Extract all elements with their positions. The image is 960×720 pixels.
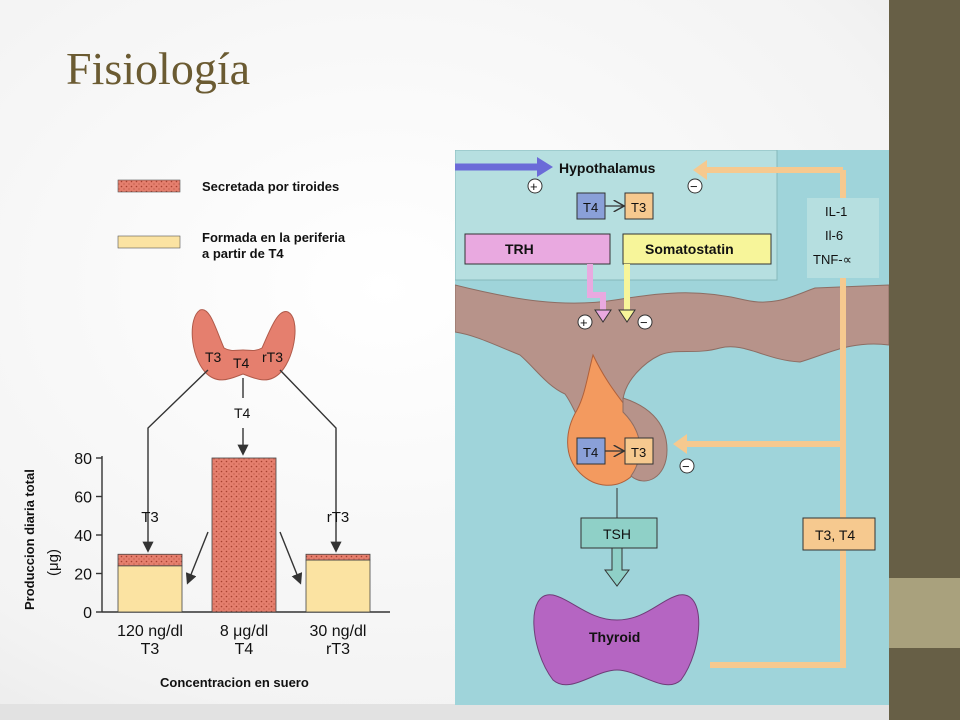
legend-swatch-peripheral bbox=[117, 235, 181, 249]
legend-label-peripheral-line1: Formada en la periferia bbox=[202, 230, 346, 245]
bar-concentration: 8 μg/dl bbox=[220, 623, 268, 640]
thyroid-gland-icon bbox=[191, 309, 296, 381]
feedback-label: T3, T4 bbox=[815, 527, 855, 543]
right-figure: Hypothalamus IL-1 Il-6 TNF-∝ T4 T3 + − T… bbox=[455, 150, 889, 705]
cytokine-feedback-line bbox=[710, 170, 846, 668]
arrowhead-feedback-to-pituitary bbox=[673, 434, 687, 454]
trh-arrow-outline bbox=[594, 309, 612, 323]
sign-plus-hypothalamus: + bbox=[527, 178, 543, 194]
pit-t4-box bbox=[576, 437, 606, 465]
arrow-gland-t3 bbox=[142, 369, 209, 553]
hyp-t3-label: T3 bbox=[631, 200, 646, 215]
sign-minus-hypothalamus: − bbox=[687, 178, 703, 194]
feedback-box bbox=[802, 517, 876, 551]
hypothalamus-tissue bbox=[455, 284, 889, 456]
sign-minus-feedback: − bbox=[679, 458, 695, 474]
y-tick-label: 0 bbox=[83, 605, 92, 622]
hypothalamus-label: Hypothalamus bbox=[559, 160, 656, 176]
somatostatin-box bbox=[622, 233, 772, 265]
cytokine-label-box bbox=[807, 198, 879, 278]
arrow-t4-to-t3 bbox=[185, 531, 209, 585]
gland-label-rt3: rT3 bbox=[262, 349, 283, 365]
bar-concentration: 30 ng/dl bbox=[310, 623, 367, 640]
bar-arrow-label: T3 bbox=[141, 509, 159, 526]
sign-minus-pituitary: − bbox=[637, 314, 653, 330]
trh-arrow bbox=[587, 264, 606, 310]
y-axis-label-line2: (μg) bbox=[45, 549, 62, 576]
tsh-box bbox=[580, 517, 658, 549]
sign-plus-pituitary: + bbox=[577, 314, 593, 330]
y-axis-label-line1: Produccion diaria total bbox=[22, 469, 37, 610]
somatostatin-arrowhead bbox=[618, 309, 636, 323]
thyroid-label: Thyroid bbox=[589, 629, 640, 645]
bar-hormone: T3 bbox=[141, 641, 160, 658]
tsh-arrow bbox=[604, 547, 630, 587]
svg-text:−: − bbox=[682, 459, 690, 474]
y-tick-label: 40 bbox=[74, 528, 92, 545]
bar-peripheral bbox=[117, 565, 183, 613]
left-figure: Secretada por tiroides Formada en la per… bbox=[22, 179, 390, 690]
svg-text:+: + bbox=[580, 315, 588, 330]
svg-text:+: + bbox=[530, 179, 538, 194]
y-tick-label: 80 bbox=[74, 451, 92, 468]
side-bar-accent bbox=[889, 578, 960, 648]
hyp-t4-label: T4 bbox=[583, 200, 598, 215]
bottom-band bbox=[0, 704, 889, 720]
slide-title: Fisiología bbox=[66, 43, 251, 94]
cytokine-label-3: TNF-∝ bbox=[813, 252, 852, 267]
trh-label: TRH bbox=[505, 241, 534, 257]
x-axis-label: Concentracion en suero bbox=[160, 675, 309, 690]
y-tick-label: 60 bbox=[74, 490, 92, 507]
svg-text:−: − bbox=[690, 179, 698, 194]
hyp-t3-box bbox=[624, 192, 654, 220]
trh-box bbox=[464, 233, 611, 265]
bar-secreted bbox=[117, 553, 183, 567]
bar-arrow-label: rT3 bbox=[327, 509, 350, 526]
arrow-gland-rt3 bbox=[279, 369, 342, 553]
legend-label-peripheral-line2: a partir de T4 bbox=[202, 246, 284, 261]
gland-label-t4: T4 bbox=[233, 355, 250, 371]
tsh-label: TSH bbox=[603, 526, 631, 542]
bar-secreted bbox=[305, 553, 371, 561]
bar-hormone: T4 bbox=[235, 641, 254, 658]
arrow-t4-to-rt3 bbox=[279, 531, 303, 585]
pit-t3-box bbox=[624, 437, 654, 465]
bar-secreted bbox=[211, 457, 277, 613]
arrowhead-cytokine-to-hypothalamus bbox=[693, 160, 707, 180]
gland-output-t4: T4 bbox=[234, 405, 251, 421]
gland-label-t3: T3 bbox=[205, 349, 222, 365]
bar-peripheral bbox=[305, 559, 371, 613]
pit-t4-label: T4 bbox=[583, 445, 598, 460]
y-tick-label: 20 bbox=[74, 567, 92, 584]
thyroid-icon bbox=[533, 594, 700, 686]
legend-swatch-secreted bbox=[117, 179, 181, 193]
pit-t3-label: T3 bbox=[631, 445, 646, 460]
arrowhead-to-hypothalamus bbox=[537, 157, 553, 177]
legend-label-secreted: Secretada por tiroides bbox=[202, 179, 339, 194]
somatostatin-label: Somatostatin bbox=[645, 241, 734, 257]
cytokine-label-1: IL-1 bbox=[825, 204, 847, 219]
bar-concentration: 120 ng/dl bbox=[117, 623, 183, 640]
cytokine-label-2: Il-6 bbox=[825, 228, 843, 243]
bar-hormone: rT3 bbox=[326, 641, 350, 658]
svg-text:−: − bbox=[640, 315, 648, 330]
